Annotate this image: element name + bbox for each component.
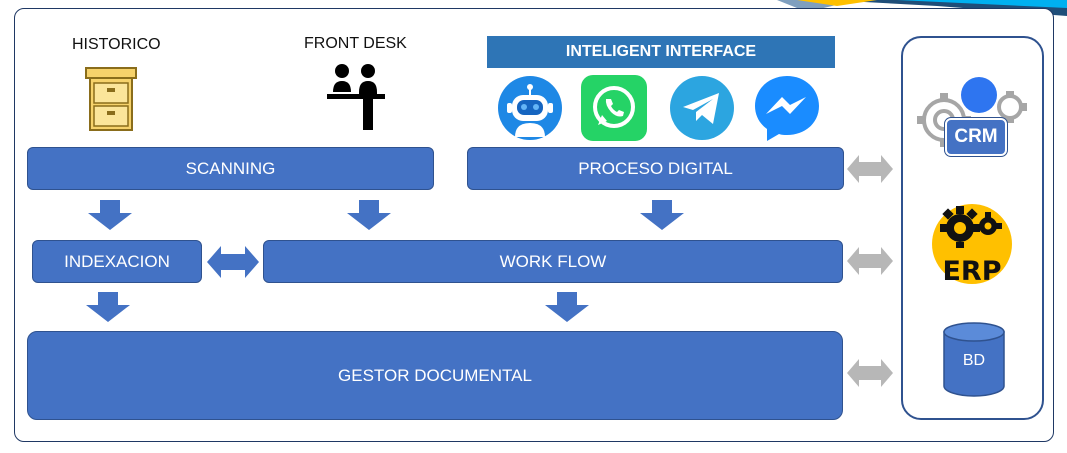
front-desk-label: FRONT DESK bbox=[304, 35, 407, 52]
erp-label: ERP bbox=[942, 256, 1001, 287]
chatbot-icon bbox=[498, 76, 562, 140]
down-arrow-icon bbox=[88, 200, 132, 230]
double-arrow-icon bbox=[207, 246, 259, 278]
historico-label: HISTORICO bbox=[72, 36, 161, 53]
down-arrow-icon bbox=[86, 292, 130, 322]
proceso-digital-box: PROCESO DIGITAL bbox=[467, 147, 844, 190]
telegram-icon bbox=[670, 76, 734, 140]
bd-label: BD bbox=[962, 352, 986, 369]
gestor-documental-box: GESTOR DOCUMENTAL bbox=[27, 331, 843, 420]
erp-icon: ERP bbox=[932, 204, 1012, 287]
database-icon bbox=[943, 322, 1005, 397]
intelligent-interface-banner: INTELIGENT INTERFACE bbox=[487, 36, 835, 68]
down-arrow-icon bbox=[640, 200, 684, 230]
crm-gears-icon bbox=[917, 77, 1027, 147]
indexacion-box: INDEXACION bbox=[32, 240, 202, 283]
gray-double-arrow-icon bbox=[847, 155, 893, 183]
scanning-box: SCANNING bbox=[27, 147, 434, 190]
down-arrow-icon bbox=[347, 200, 391, 230]
file-cabinet-icon bbox=[85, 67, 137, 131]
corner-decoration bbox=[777, 0, 1067, 16]
work-flow-box: WORK FLOW bbox=[263, 240, 843, 283]
front-desk-icon bbox=[327, 64, 385, 130]
gray-double-arrow-icon bbox=[847, 247, 893, 275]
down-arrow-icon bbox=[545, 292, 589, 322]
crm-badge: CRM bbox=[945, 118, 1007, 156]
gray-double-arrow-icon bbox=[847, 359, 893, 387]
whatsapp-icon bbox=[581, 75, 647, 141]
messenger-icon bbox=[755, 76, 819, 141]
